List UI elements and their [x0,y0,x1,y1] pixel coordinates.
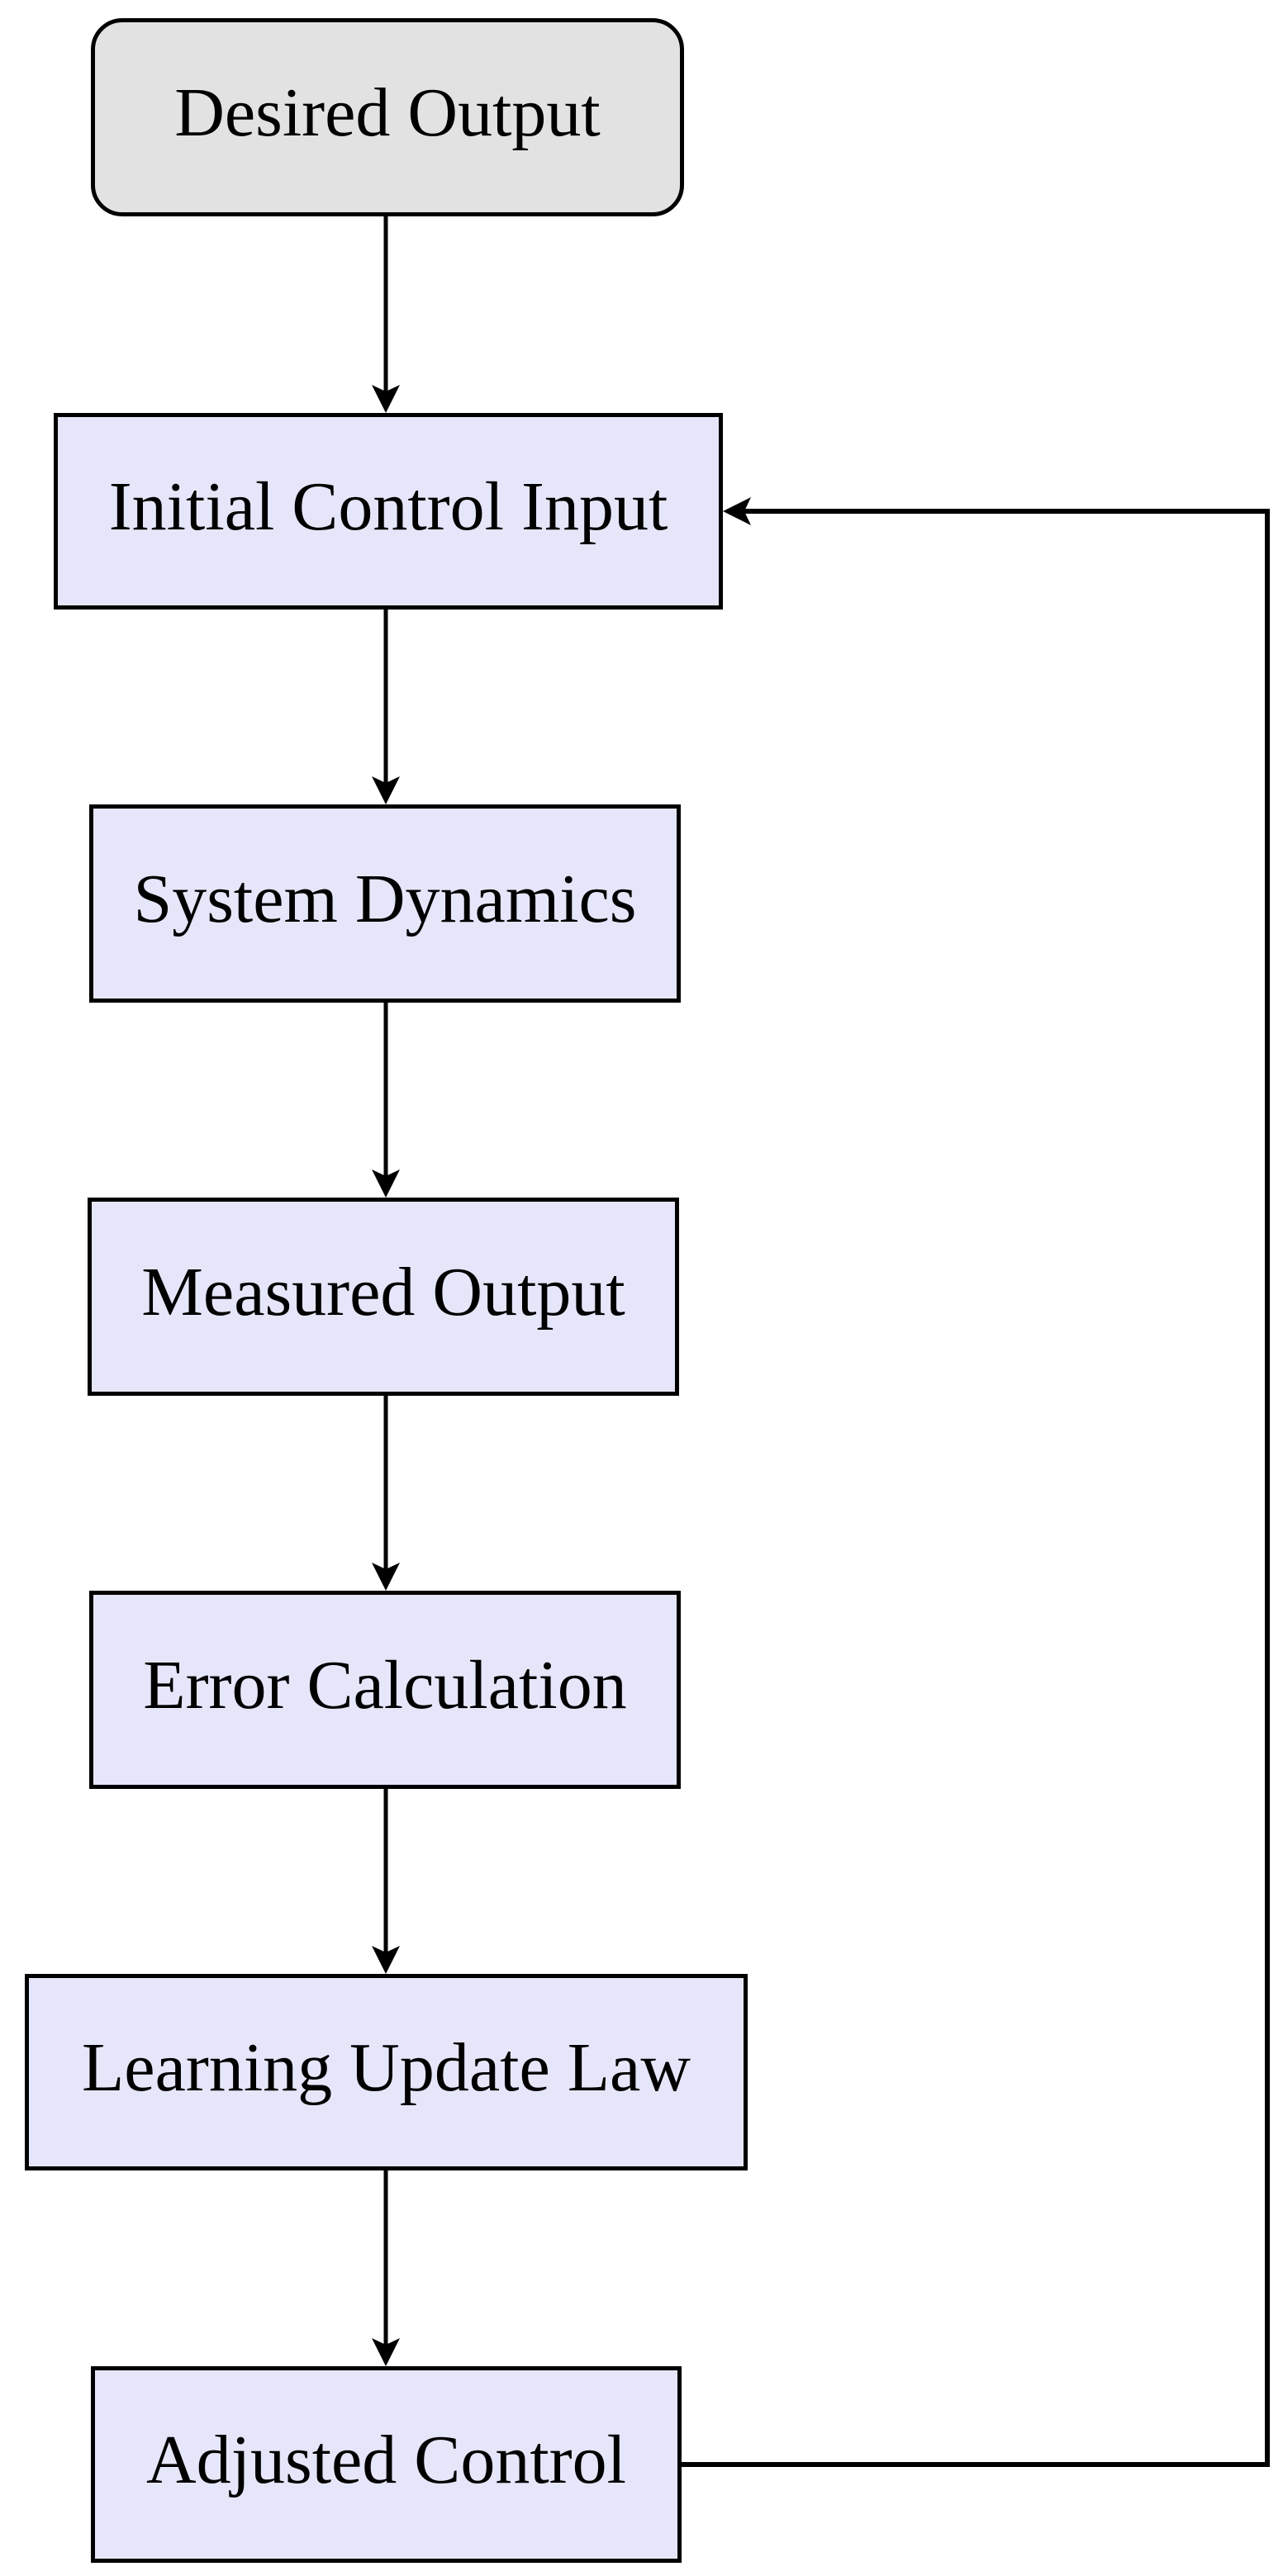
node-adjusted-control: Adjusted Control [91,2366,682,2563]
node-measured-output: Measured Output [88,1198,679,1396]
node-system-dynamics: System Dynamics [89,804,681,1003]
arrowhead-desired-to-initial [372,385,400,413]
node-learning-update-law: Learning Update Law [25,1974,748,2170]
node-error-calculation: Error Calculation [89,1591,681,1789]
node-desired-output: Desired Output [91,18,684,216]
node-learning-update-law-label: Learning Update Law [81,2029,691,2106]
arrowhead-initial-to-dynamics [372,776,400,804]
node-error-calculation-label: Error Calculation [143,1647,627,1724]
node-desired-output-label: Desired Output [174,74,601,151]
node-adjusted-control-label: Adjusted Control [146,2422,626,2498]
node-measured-output-label: Measured Output [141,1254,625,1331]
node-system-dynamics-label: System Dynamics [133,861,637,937]
arrowhead-error-to-learning [372,1946,400,1974]
arrowhead-measured-to-error [372,1563,400,1591]
node-initial-control-input-label: Initial Control Input [108,468,668,545]
arrowhead-learning-to-adjusted [372,2338,400,2366]
arrowhead-feedback-loop [723,497,751,525]
edge-feedback-loop [682,509,1270,2467]
arrowhead-dynamics-to-measured [372,1169,400,1198]
node-initial-control-input: Initial Control Input [54,413,723,610]
